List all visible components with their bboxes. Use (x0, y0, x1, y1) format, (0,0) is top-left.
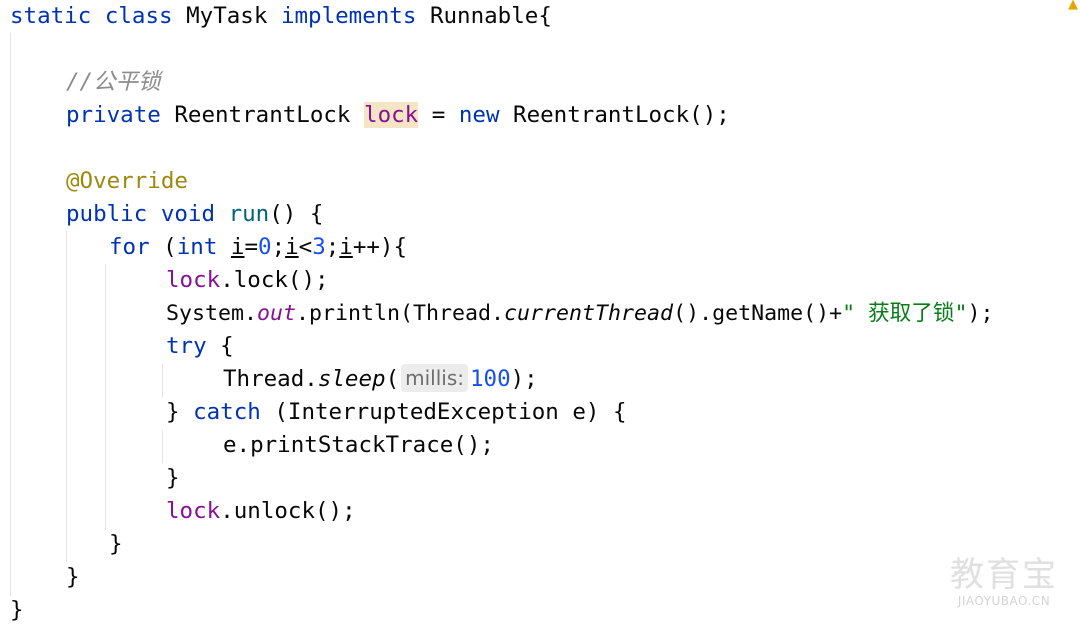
code-line-16[interactable]: lock.unlock(); (166, 495, 356, 528)
variable-i: i (285, 234, 299, 260)
code-line-17[interactable]: } (109, 528, 123, 561)
code-text: .println(Thread. (296, 301, 505, 326)
code-text: ++){ (352, 234, 408, 260)
parameter-hint-label: millis: (405, 366, 464, 390)
field-lock: lock (166, 498, 221, 524)
indent-guide-class (10, 33, 11, 596)
constructor-call: ReentrantLock(); (513, 102, 730, 128)
code-line-15[interactable]: } (166, 462, 180, 495)
method-name: run (228, 201, 270, 227)
warning-icon[interactable]: ▲ (1068, 0, 1078, 12)
annotation: @Override (66, 168, 188, 194)
field-lock: lock (166, 267, 221, 293)
watermark-logo: 教育宝 JIAOYUBAO.CN (948, 556, 1060, 608)
code-line-6[interactable]: @Override (66, 165, 188, 198)
number-literal: 0 (258, 234, 272, 260)
field-lock-highlighted[interactable]: lock (364, 102, 419, 128)
code-text: Thread. (223, 366, 318, 392)
watermark-subtitle: JIAOYUBAO.CN (957, 594, 1051, 608)
code-line-13[interactable]: } catch (InterruptedException e) { (166, 396, 627, 429)
number-literal: 3 (312, 234, 326, 260)
code-text: System. (166, 301, 258, 326)
variable-i: i (230, 234, 245, 260)
code-line-4[interactable]: private ReentrantLock lock = new Reentra… (66, 99, 730, 132)
number-literal: 100 (469, 366, 511, 392)
code-line-14[interactable]: e.printStackTrace(); (223, 429, 494, 462)
code-text: ; (271, 234, 286, 260)
keyword: catch (193, 399, 261, 425)
code-line-19[interactable]: } (10, 594, 24, 627)
class-name: MyTask (186, 3, 268, 29)
operator: = (418, 102, 459, 128)
code-text (217, 234, 231, 260)
code-text: ( (149, 234, 177, 260)
code-line-8[interactable]: for (int i=0;i<3;i++){ (109, 231, 407, 264)
code-line-9[interactable]: lock.lock(); (166, 264, 329, 297)
watermark-title: 教育宝 (950, 555, 1058, 595)
interface-name: Runnable (429, 3, 539, 29)
code-text: .unlock(); (220, 498, 356, 524)
code-line-7[interactable]: public void run() { (66, 198, 323, 231)
keyword: try (166, 333, 207, 359)
keyword: public (66, 201, 148, 227)
code-text: .lock(); (220, 267, 329, 293)
code-text: } (66, 564, 80, 590)
code-text: } (10, 597, 24, 623)
code-text: ( (385, 366, 400, 392)
keyword: new (458, 102, 500, 128)
code-text: } (166, 465, 180, 491)
indent-guide-method (66, 231, 67, 563)
parameter-hint: millis: (401, 364, 468, 392)
code-text: e.printStackTrace(); (223, 432, 494, 458)
code-text: } (166, 399, 194, 425)
code-line-18[interactable]: } (66, 561, 80, 594)
indent-guide-catch (162, 430, 163, 463)
code-text: = (244, 234, 259, 260)
static-method-call: sleep (317, 366, 386, 392)
code-text: ); (510, 366, 538, 392)
variable-i: i (339, 234, 353, 260)
string-literal: " 获取了锁" (842, 301, 968, 326)
brace: { (538, 3, 552, 29)
type-name: ReentrantLock (174, 102, 351, 128)
keyword: for (109, 234, 150, 260)
indent-guide-for (105, 264, 106, 530)
code-line-1[interactable]: static class MyTask implements Runnable{ (10, 0, 552, 33)
code-text: } (109, 531, 123, 557)
code-line-10[interactable]: System.out.println(Thread.currentThread(… (166, 297, 993, 330)
code-line-11[interactable]: try { (166, 330, 234, 363)
code-line-3[interactable]: //公平锁 (66, 66, 161, 99)
code-text: ); (967, 301, 994, 326)
code-text: (InterruptedException e) { (260, 399, 627, 425)
code-text: ().getName()+ (673, 301, 843, 326)
code-text: < (298, 234, 313, 260)
static-method-call: currentThread (504, 301, 674, 326)
keyword: class (104, 3, 173, 29)
code-line-12[interactable]: Thread.sleep(millis:100); (223, 363, 538, 396)
code-text: ; (325, 234, 340, 260)
keyword: private (66, 102, 161, 128)
static-field-out: out (257, 301, 297, 326)
keyword: void (160, 201, 216, 227)
code-text: { (206, 333, 234, 359)
comment: //公平锁 (66, 69, 161, 95)
keyword: static (10, 3, 92, 29)
keyword: implements (280, 3, 417, 29)
keyword: int (176, 234, 218, 260)
indent-guide-try (162, 364, 163, 397)
code-text: () { (269, 201, 324, 227)
